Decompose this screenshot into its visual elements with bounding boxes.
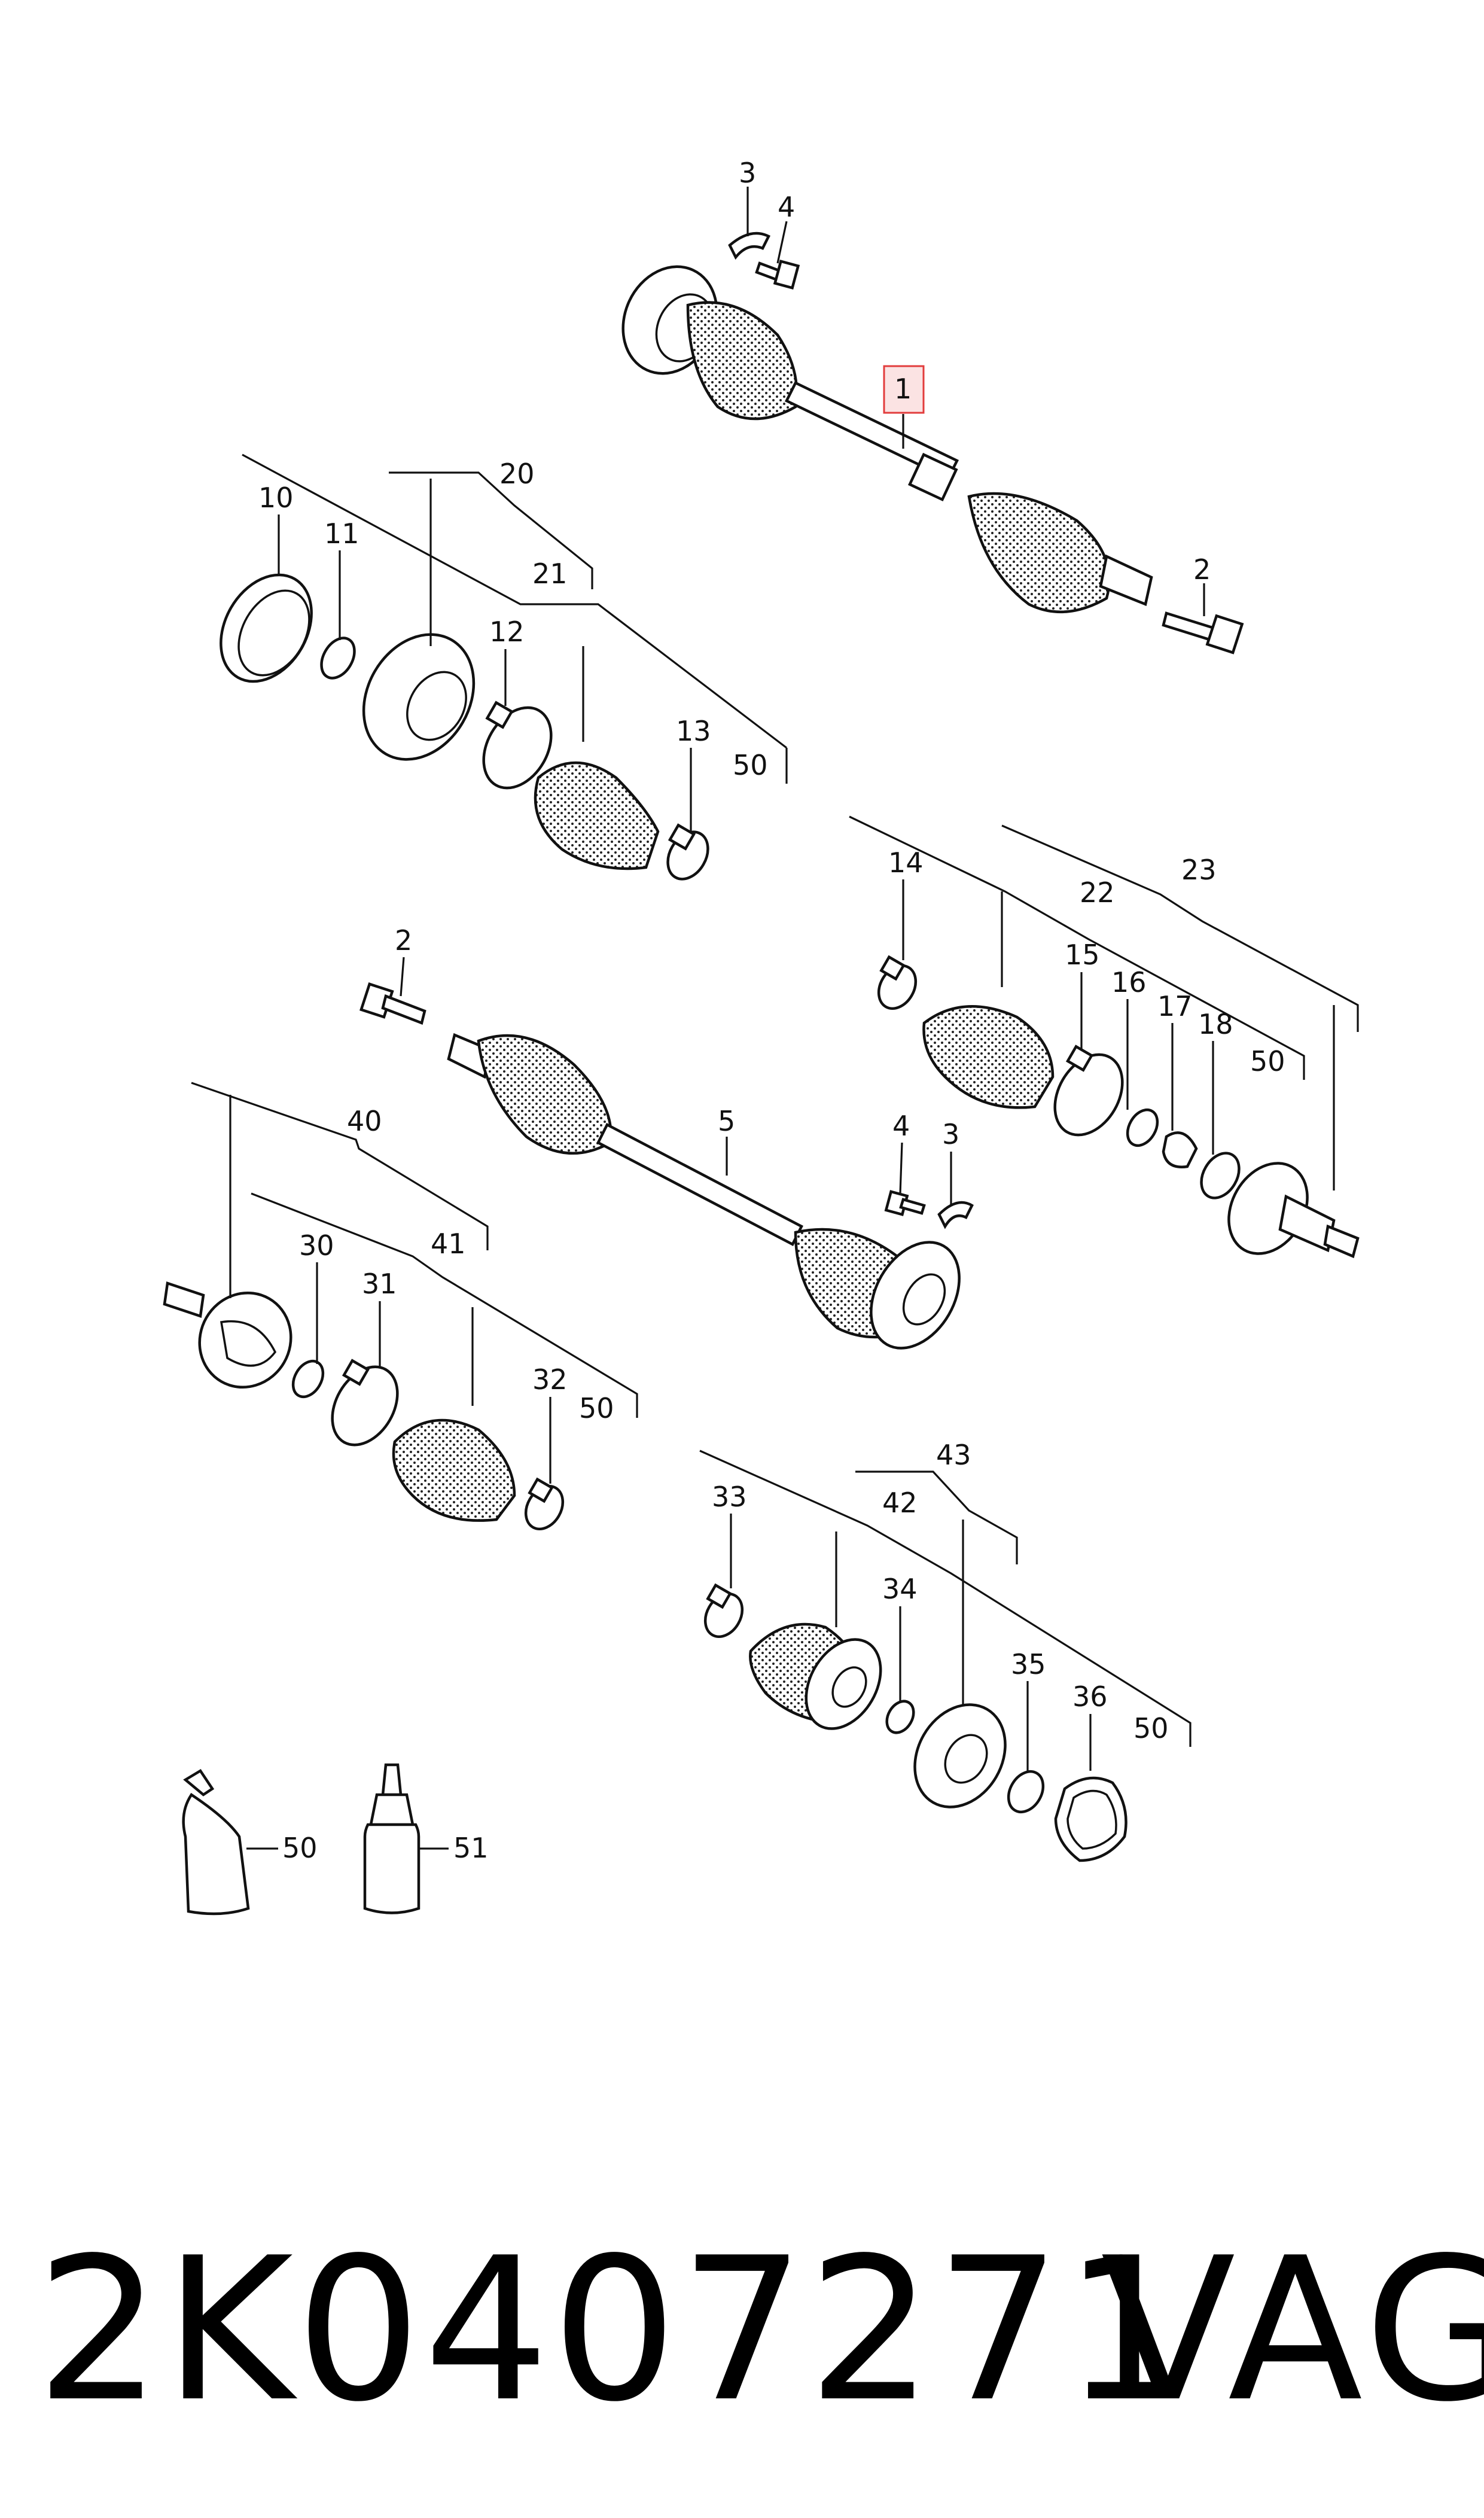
label-4-top: 4: [778, 191, 795, 223]
bolt-2-top[interactable]: [1162, 611, 1244, 654]
clamp-32[interactable]: [519, 1477, 570, 1536]
boot-41[interactable]: [392, 1418, 516, 1522]
grease-tube-50[interactable]: [182, 1768, 250, 1916]
label-4-mid: 4: [892, 1110, 910, 1142]
drive-shaft-5[interactable]: [447, 1033, 977, 1364]
label-31: 31: [362, 1268, 397, 1300]
drive-shaft-1[interactable]: [606, 251, 1153, 614]
label-17: 17: [1157, 990, 1193, 1022]
bolt-4-top[interactable]: [755, 260, 800, 290]
circlip-11[interactable]: [315, 632, 361, 684]
label-2-top: 2: [1193, 553, 1211, 586]
label-18: 18: [1198, 1008, 1233, 1040]
circlip-34[interactable]: [882, 1697, 919, 1737]
label-42: 42: [882, 1487, 918, 1519]
bolt-4-mid[interactable]: [884, 1190, 926, 1216]
circlip-30[interactable]: [287, 1356, 329, 1402]
label-50-a: 50: [733, 749, 768, 781]
cap-10[interactable]: [203, 559, 330, 698]
gasket-36[interactable]: [1054, 1776, 1128, 1862]
cv-joint-23[interactable]: [1213, 1149, 1360, 1268]
label-33: 33: [712, 1481, 747, 1513]
label-13: 13: [676, 715, 711, 747]
label-12: 12: [489, 616, 525, 648]
boot-42[interactable]: [749, 1622, 895, 1742]
brand-name: VAG: [1101, 2215, 1484, 2445]
cv-joint-40[interactable]: [163, 1276, 308, 1404]
clamp-15[interactable]: [1041, 1043, 1136, 1147]
label-15: 15: [1065, 939, 1100, 971]
label-3-top: 3: [739, 157, 756, 189]
bolt-2-mid[interactable]: [359, 982, 426, 1025]
boot-21[interactable]: [534, 761, 660, 870]
part-labels: 1 3 4 2 10 11 20 21 12 13 50 14 22 23 15…: [258, 157, 1285, 1864]
plate-3-top[interactable]: [728, 232, 771, 260]
part-number: 2K0407271: [36, 2215, 1192, 2445]
label-1: 1: [894, 373, 912, 405]
label-11: 11: [324, 517, 359, 550]
label-50-b: 50: [1250, 1045, 1285, 1077]
clamp-13[interactable]: [660, 823, 716, 887]
label-51: 51: [453, 1832, 489, 1864]
clamp-33[interactable]: [698, 1583, 749, 1643]
boot-22[interactable]: [922, 1004, 1055, 1109]
label-50-e: 50: [282, 1832, 318, 1864]
label-50-c: 50: [579, 1392, 614, 1424]
label-22: 22: [1080, 876, 1115, 909]
label-50-d: 50: [1133, 1712, 1169, 1744]
sealant-bottle-51[interactable]: [363, 1763, 420, 1914]
label-36: 36: [1072, 1680, 1108, 1713]
label-10: 10: [258, 482, 294, 514]
circlip-18[interactable]: [1194, 1146, 1247, 1204]
spacer-17[interactable]: [1162, 1131, 1198, 1168]
circlip-16[interactable]: [1122, 1104, 1163, 1150]
label-23: 23: [1181, 854, 1217, 886]
label-41: 41: [431, 1228, 466, 1260]
label-14: 14: [888, 847, 924, 879]
label-21: 21: [532, 558, 568, 590]
label-20: 20: [499, 458, 535, 490]
clamp-14[interactable]: [871, 955, 923, 1015]
label-2-mid: 2: [395, 924, 412, 957]
cv-joint-43[interactable]: [897, 1688, 1023, 1823]
label-30: 30: [299, 1229, 334, 1262]
highlight-box: [883, 365, 925, 414]
clamp-12[interactable]: [470, 696, 565, 800]
label-16: 16: [1111, 966, 1147, 998]
circlip-35[interactable]: [1001, 1765, 1050, 1818]
label-40: 40: [347, 1105, 382, 1137]
clamp-31[interactable]: [319, 1355, 410, 1456]
label-3-mid: 3: [942, 1118, 959, 1150]
label-35: 35: [1011, 1648, 1046, 1680]
label-5: 5: [718, 1105, 735, 1137]
plate-3-mid[interactable]: [937, 1201, 974, 1229]
cv-joint-20[interactable]: [342, 614, 495, 780]
label-32: 32: [532, 1363, 568, 1396]
leader-lines: [191, 187, 1359, 1850]
label-43: 43: [936, 1439, 971, 1471]
label-34: 34: [882, 1573, 918, 1605]
